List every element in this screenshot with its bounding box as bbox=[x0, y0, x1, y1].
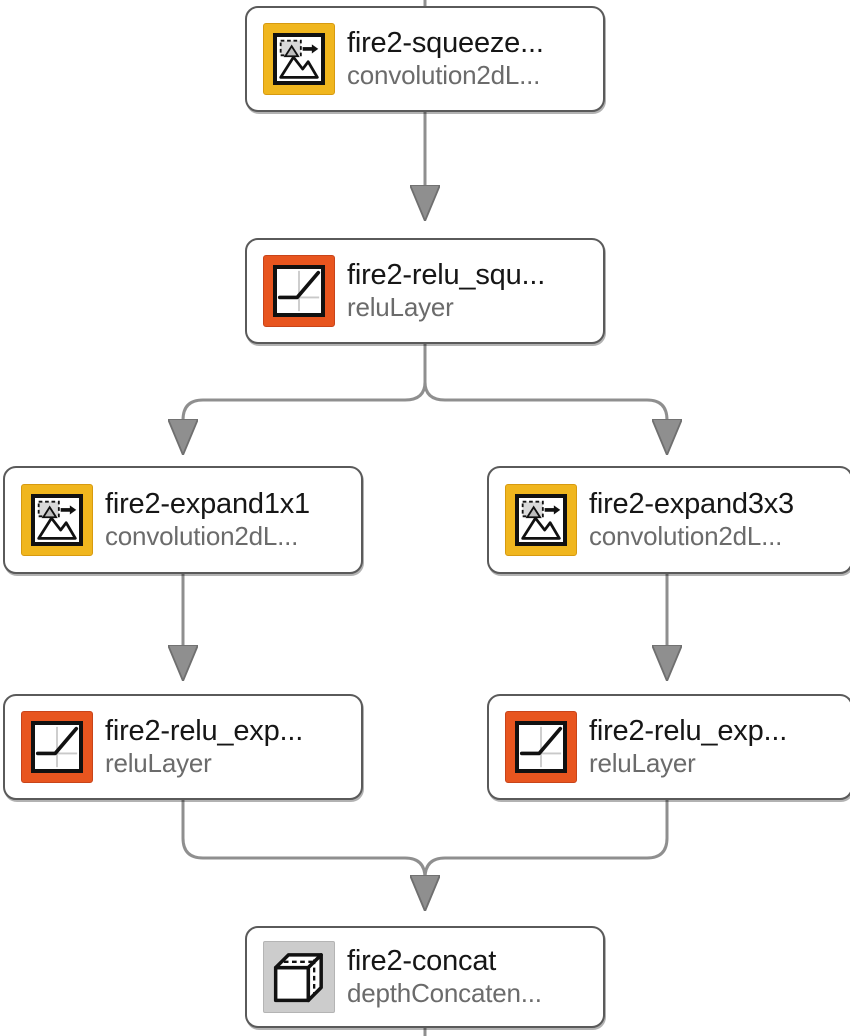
node-subtitle: depthConcaten... bbox=[347, 977, 542, 1008]
node-label-group: fire2-expand1x1 convolution2dL... bbox=[105, 488, 361, 551]
node-title: fire2-squeeze... bbox=[347, 27, 544, 60]
node-title: fire2-relu_exp... bbox=[105, 715, 304, 748]
convolution-icon bbox=[263, 23, 335, 95]
node-label-group: fire2-relu_exp... reluLayer bbox=[105, 715, 361, 778]
node-fire2-relu-expand1x1[interactable]: fire2-relu_exp... reluLayer bbox=[3, 694, 363, 800]
node-fire2-expand3x3[interactable]: fire2-expand3x3 convolution2dL... bbox=[487, 466, 850, 574]
node-subtitle: convolution2dL... bbox=[105, 520, 299, 551]
node-label-group: fire2-expand3x3 convolution2dL... bbox=[589, 488, 850, 551]
node-fire2-squeeze[interactable]: fire2-squeeze... convolution2dL... bbox=[245, 6, 605, 112]
node-label-group: fire2-concat depthConcaten... bbox=[347, 945, 603, 1008]
node-subtitle: reluLayer bbox=[347, 291, 454, 322]
edge-relu_squeeze-to-expand3x3 bbox=[423, 344, 667, 452]
node-fire2-relu-expand3x3[interactable]: fire2-relu_exp... reluLayer bbox=[487, 694, 850, 800]
depth-concat-icon bbox=[263, 941, 335, 1013]
node-subtitle: reluLayer bbox=[589, 747, 696, 778]
node-label-group: fire2-squeeze... convolution2dL... bbox=[347, 27, 603, 90]
node-subtitle: convolution2dL... bbox=[589, 520, 783, 551]
edge-relu_squeeze-to-expand1x1 bbox=[183, 344, 427, 452]
node-fire2-expand1x1[interactable]: fire2-expand1x1 convolution2dL... bbox=[3, 466, 363, 574]
edge-relu_expand3x3-to-concat bbox=[425, 800, 669, 908]
node-label-group: fire2-relu_exp... reluLayer bbox=[589, 715, 850, 778]
relu-icon bbox=[21, 711, 93, 783]
node-fire2-concat[interactable]: fire2-concat depthConcaten... bbox=[245, 926, 605, 1028]
edge-relu_expand1x1-to-concat bbox=[181, 800, 425, 908]
node-label-group: fire2-relu_squ... reluLayer bbox=[347, 259, 603, 322]
relu-icon bbox=[263, 255, 335, 327]
node-title: fire2-concat bbox=[347, 945, 497, 978]
node-subtitle: convolution2dL... bbox=[347, 59, 541, 90]
node-title: fire2-relu_exp... bbox=[589, 715, 788, 748]
node-fire2-relu-squeeze[interactable]: fire2-relu_squ... reluLayer bbox=[245, 238, 605, 344]
convolution-icon bbox=[505, 484, 577, 556]
node-subtitle: reluLayer bbox=[105, 747, 212, 778]
relu-icon bbox=[505, 711, 577, 783]
node-title: fire2-expand3x3 bbox=[589, 488, 794, 521]
node-title: fire2-expand1x1 bbox=[105, 488, 310, 521]
node-title: fire2-relu_squ... bbox=[347, 259, 546, 292]
convolution-icon bbox=[21, 484, 93, 556]
